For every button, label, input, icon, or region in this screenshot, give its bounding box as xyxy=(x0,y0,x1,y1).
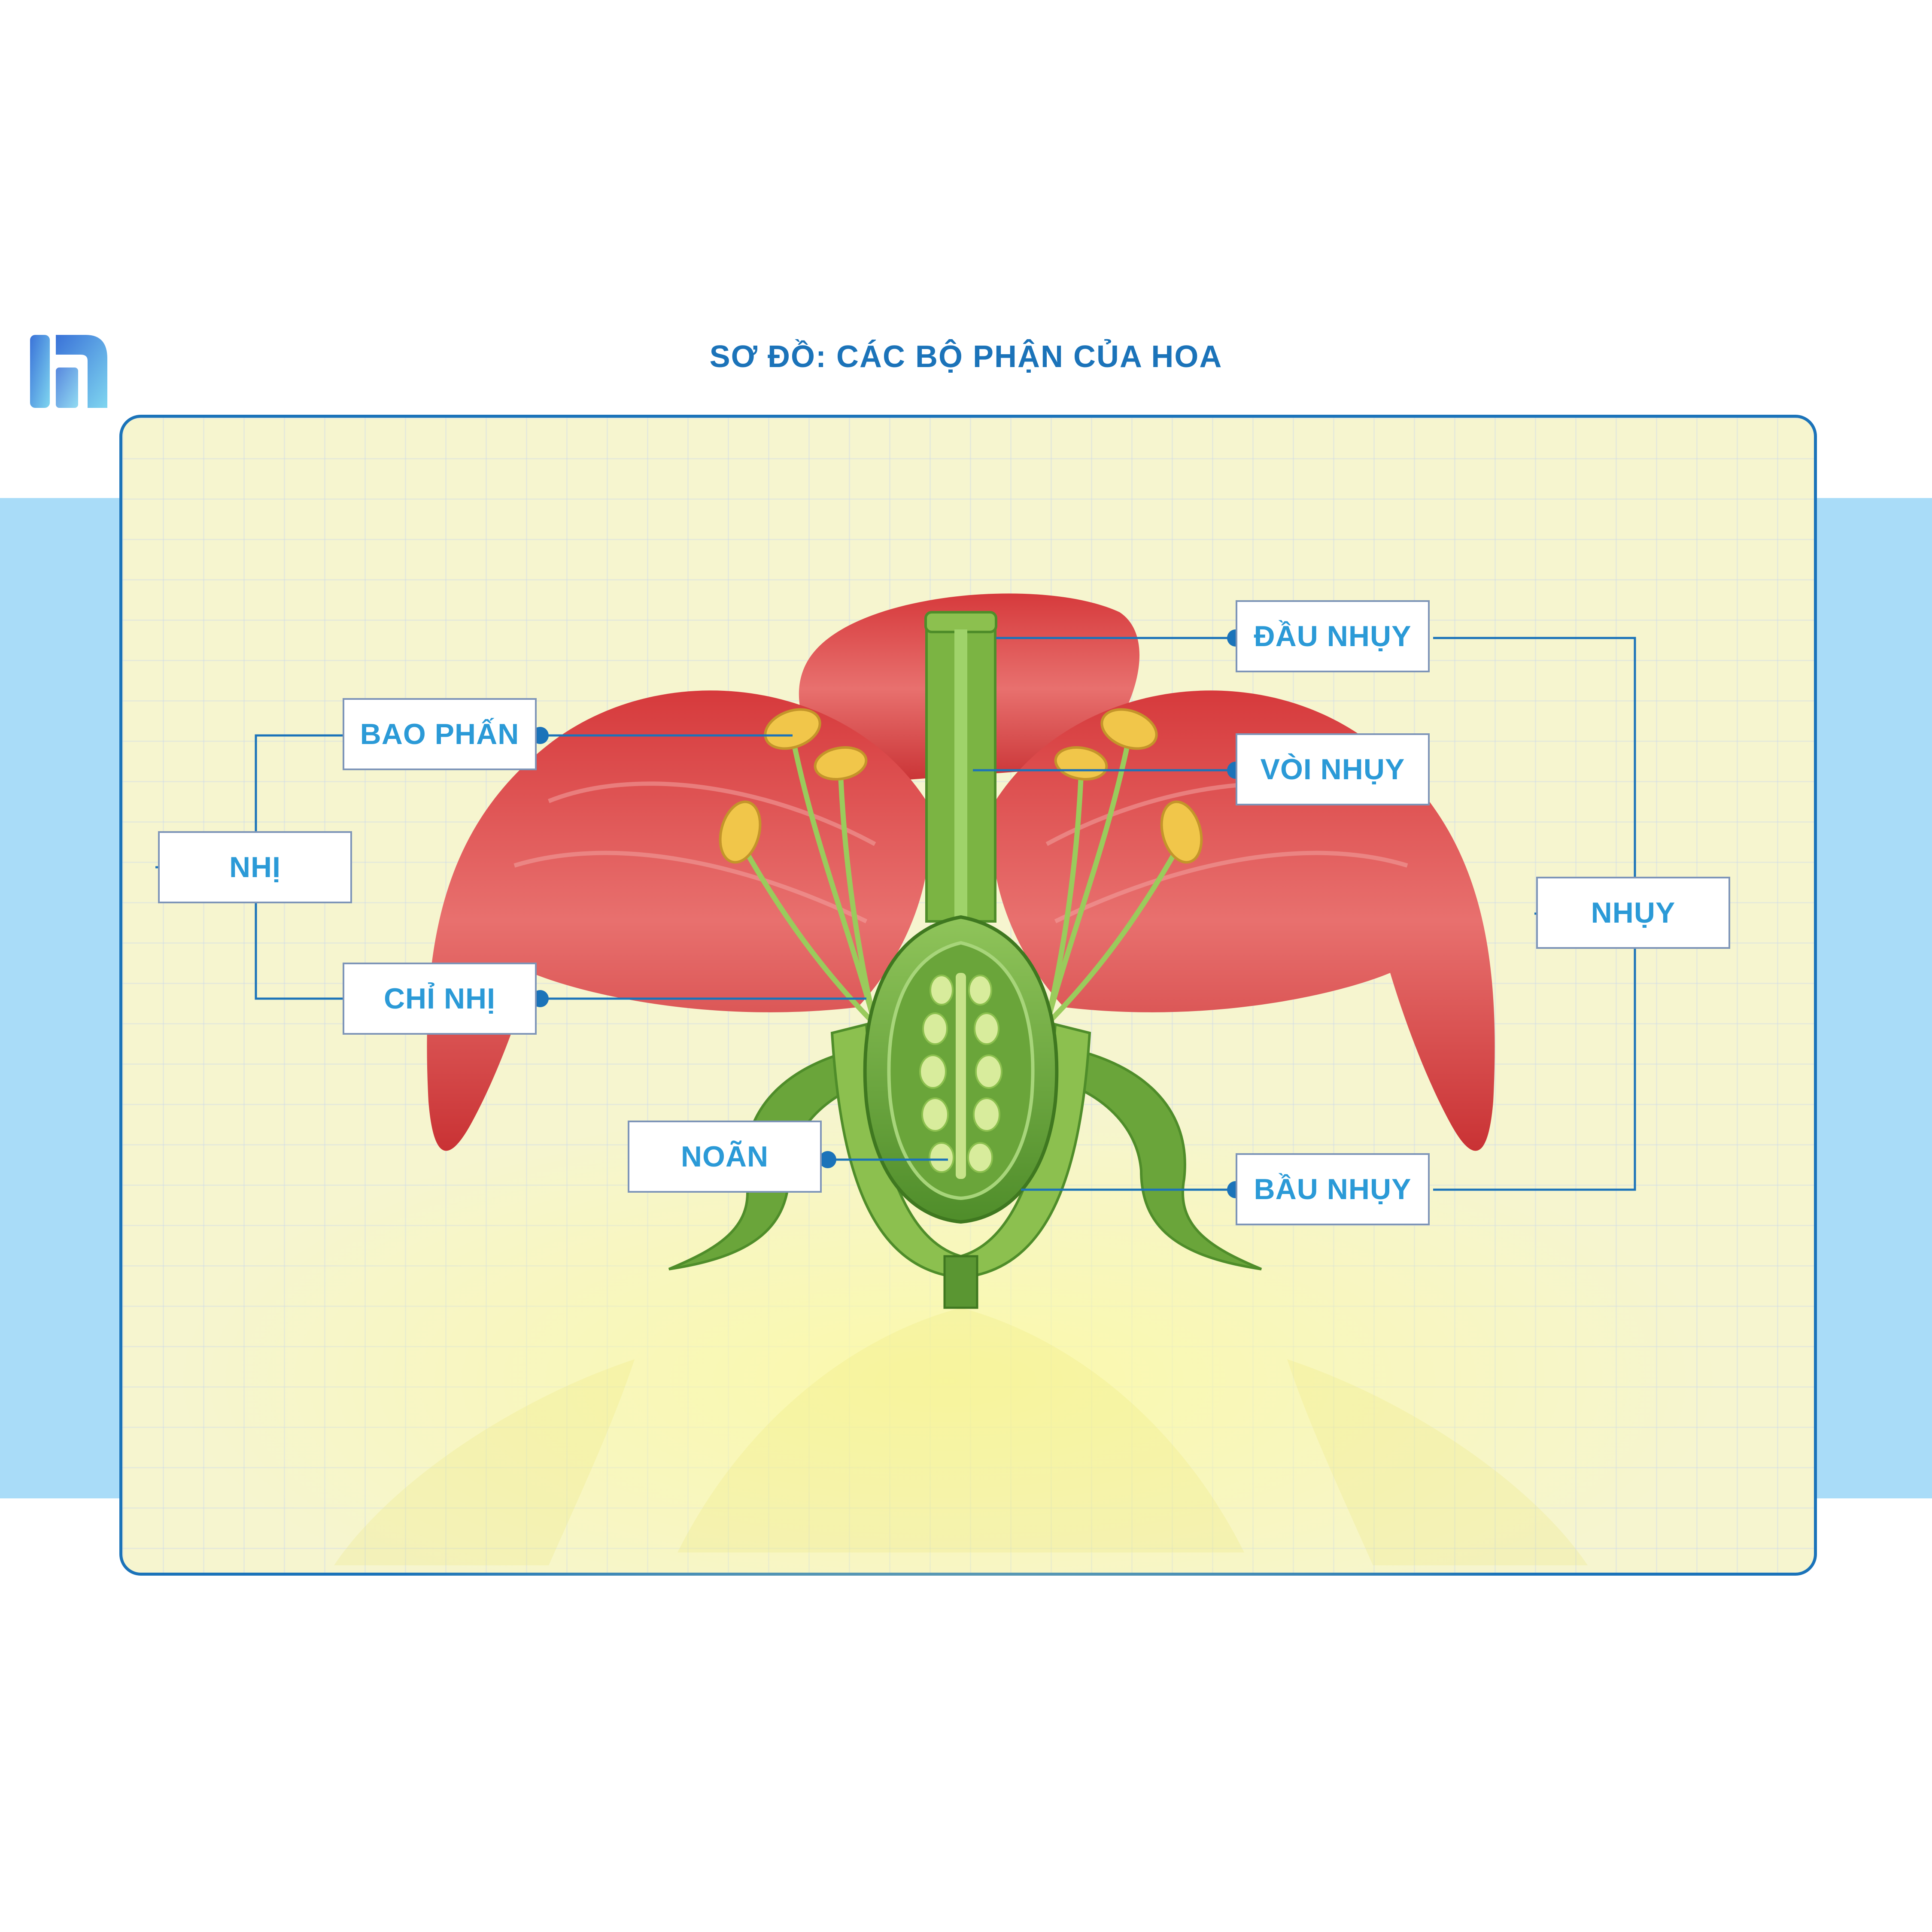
page-title: SƠ ĐỒ: CÁC BỘ PHẬN CỦA HOA xyxy=(709,340,1223,374)
anthers xyxy=(719,708,1203,864)
flower-reflection xyxy=(334,1308,1588,1565)
stamen-filaments xyxy=(739,738,1182,1031)
label-nhuy: NHỤY xyxy=(1536,877,1730,949)
label-chi-nhi: CHỈ NHỊ xyxy=(343,963,537,1035)
placenta xyxy=(956,973,966,1179)
label-bao-phan: BAO PHẤN xyxy=(343,698,537,770)
brand-logo-icon xyxy=(30,335,107,408)
sepal-right xyxy=(1036,1044,1262,1270)
label-bau-nhuy: BẦU NHỤY xyxy=(1236,1153,1430,1225)
receptacle xyxy=(830,1023,1091,1279)
label-nhi: NHỊ xyxy=(158,831,352,903)
stigma xyxy=(924,611,997,633)
label-voi-nhuy: VÒI NHỤY xyxy=(1236,733,1430,805)
petal-veins xyxy=(513,781,1408,923)
flower-stem xyxy=(943,1255,978,1309)
flower-diagram: NHỊ BAO PHẤN CHỈ NHỊ NOÃN ĐẦU NHỤY VÒI N… xyxy=(119,415,1817,1576)
petal-left xyxy=(427,690,930,1151)
petal-right xyxy=(992,690,1495,1151)
ovules xyxy=(919,975,1002,1173)
label-dau-nhuy: ĐẦU NHỤY xyxy=(1236,600,1430,672)
style-canal xyxy=(954,629,967,930)
label-noan: NOÃN xyxy=(628,1121,822,1193)
